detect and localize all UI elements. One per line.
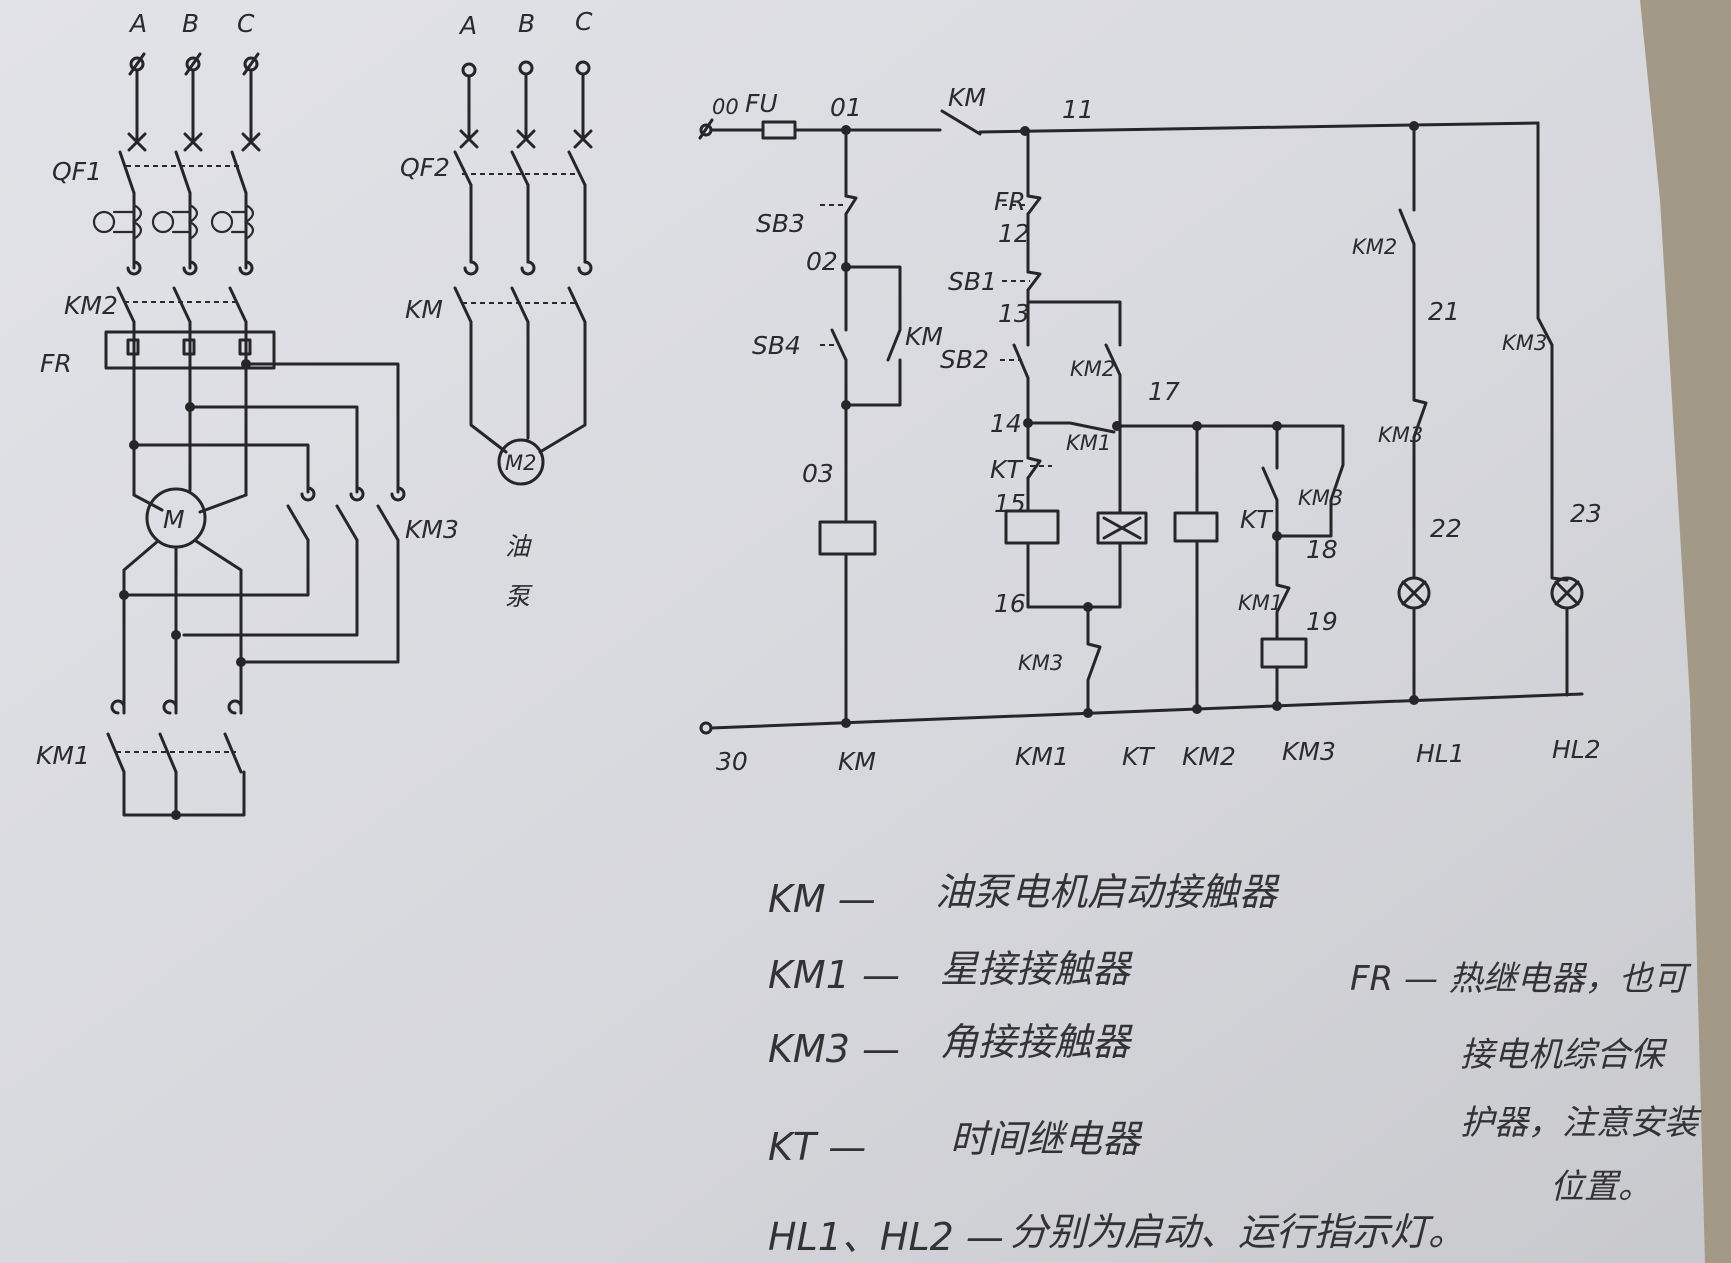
pump-motor-symbol: M2: [497, 438, 545, 486]
phase-lines-top: [118, 52, 261, 270]
node-17: 17: [1148, 377, 1180, 406]
node-18: 18: [1306, 535, 1338, 564]
legend-code-kt: KT —: [768, 1125, 866, 1169]
hl1-km3-label: KM3: [1378, 423, 1423, 447]
pump-km-label: KM: [405, 295, 443, 324]
fr-label: FR: [40, 349, 72, 378]
node-30: 30: [716, 747, 748, 776]
legend-code-km1: KM1 —: [768, 953, 900, 997]
table-cloth-edge: [1640, 0, 1731, 1263]
node-21: 21: [1428, 297, 1460, 326]
qf2-label: QF2: [400, 153, 450, 182]
fr-note-line-3: 护器，注意安装: [1460, 1103, 1702, 1143]
legend-desc-km: 油泵电机启动接触器: [935, 870, 1280, 914]
pump-linkages: [462, 173, 578, 304]
km1-contact-label: KM1: [1066, 431, 1111, 455]
button-actuators: [820, 204, 1052, 467]
node-11: 11: [1062, 95, 1094, 124]
coil-label-km3: KM3: [1282, 737, 1336, 766]
lamp-label-hl2: HL2: [1552, 735, 1601, 764]
sb3-label: SB3: [756, 209, 805, 238]
fuse-label: FU: [745, 89, 778, 118]
km3-main-label: KM3: [405, 515, 459, 544]
km1-interlock-label: KM1: [1238, 591, 1283, 615]
km-hold-contact-label: KM: [905, 322, 943, 351]
node-03: 03: [802, 459, 834, 488]
pump-phase-lines: [453, 60, 593, 454]
lamp-label-hl1: HL1: [1416, 739, 1465, 768]
node-23: 23: [1570, 499, 1602, 528]
node-01: 01: [830, 93, 862, 122]
km3-hold-contact-label: KM3: [1298, 486, 1343, 510]
fr-note-line-4: 位置。: [1550, 1167, 1652, 1207]
hl2-km3-label: KM3: [1502, 331, 1547, 355]
main-motor-power-circuit: A B C QF1 KM2 FR: [36, 9, 459, 820]
fr-note-line-2: 接电机综合保: [1460, 1035, 1668, 1075]
bottom-rail-labels: 30 KM KM1 KT KM2 KM3 HL1 HL2: [716, 735, 1601, 776]
main-motor-label: M: [163, 505, 185, 534]
node-02: 02: [806, 247, 838, 276]
control-wires: [698, 109, 1584, 735]
km-main-contact-label: KM: [948, 83, 986, 112]
fr-note-line-1: FR — 热继电器，也可: [1350, 959, 1692, 999]
pump-phase-label-a: A: [458, 11, 477, 40]
node-16: 16: [994, 589, 1026, 618]
fr-thermal-relay: [104, 330, 276, 370]
node-15: 15: [994, 489, 1026, 518]
hl1-km2-label: KM2: [1352, 235, 1397, 259]
pump-phase-label-b: B: [518, 9, 535, 38]
sb1-label: SB1: [948, 267, 997, 296]
legend-desc-km1: 星接接触器: [940, 947, 1133, 991]
pump-caption-1: 油: [505, 532, 532, 561]
node-12: 12: [998, 219, 1030, 248]
coil-label-km: KM: [838, 747, 876, 776]
kt-contact-label: KT: [990, 455, 1023, 484]
legend-code-hl: HL1、HL2 —: [768, 1215, 1004, 1259]
km2-interlock-label: KM2: [1070, 357, 1115, 381]
sb4-label: SB4: [752, 331, 801, 360]
legend-code-km3: KM3 —: [768, 1027, 900, 1071]
node-22: 22: [1430, 514, 1462, 543]
node-13: 13: [998, 299, 1030, 328]
legend-desc-km3: 角接接触器: [940, 1020, 1133, 1064]
node-00: 00: [712, 95, 739, 119]
oil-pump-power-circuit: A B C QF2 KM M2 油 泵: [400, 7, 593, 611]
kt-delay-contact-label: KT: [1240, 505, 1273, 534]
pump-motor-label: M2: [505, 451, 536, 475]
legend-desc-kt: 时间继电器: [950, 1117, 1143, 1161]
qf1-trip-coils: [92, 203, 255, 241]
control-circuit: 00 FU 01 KM 11 SB3 02 SB4 KM 03 FR 12 SB…: [698, 83, 1602, 776]
junction-dots: [841, 121, 1419, 728]
node-19: 19: [1306, 607, 1338, 636]
sb2-label: SB2: [940, 345, 989, 374]
legend-code-km: KM —: [768, 877, 876, 921]
legend-desc-hl: 分别为启动、运行指示灯。: [1010, 1210, 1466, 1254]
km3-interlock-label: KM3: [1018, 651, 1063, 675]
phase-label-c: C: [237, 9, 255, 38]
phase-label-a: A: [128, 9, 147, 38]
fr-contact-label: FR: [994, 187, 1026, 216]
km1-main-label: KM1: [36, 741, 90, 770]
coil-label-km1: KM1: [1015, 742, 1069, 771]
coil-label-km2: KM2: [1182, 742, 1236, 771]
legend: KM — 油泵电机启动接触器 KM1 — 星接接触器 KM3 — 角接接触器 K…: [768, 870, 1466, 1259]
pump-phase-label-c: C: [575, 7, 593, 36]
pump-caption-2: 泵: [505, 582, 533, 611]
fr-note: FR — 热继电器，也可 接电机综合保 护器，注意安装 位置。: [1350, 959, 1702, 1207]
node-14: 14: [990, 409, 1022, 438]
qf1-label: QF1: [52, 157, 102, 186]
phase-label-b: B: [182, 9, 199, 38]
km2-label: KM2: [64, 291, 118, 320]
km2-main-contacts: [116, 260, 254, 497]
coil-label-kt: KT: [1122, 742, 1155, 771]
